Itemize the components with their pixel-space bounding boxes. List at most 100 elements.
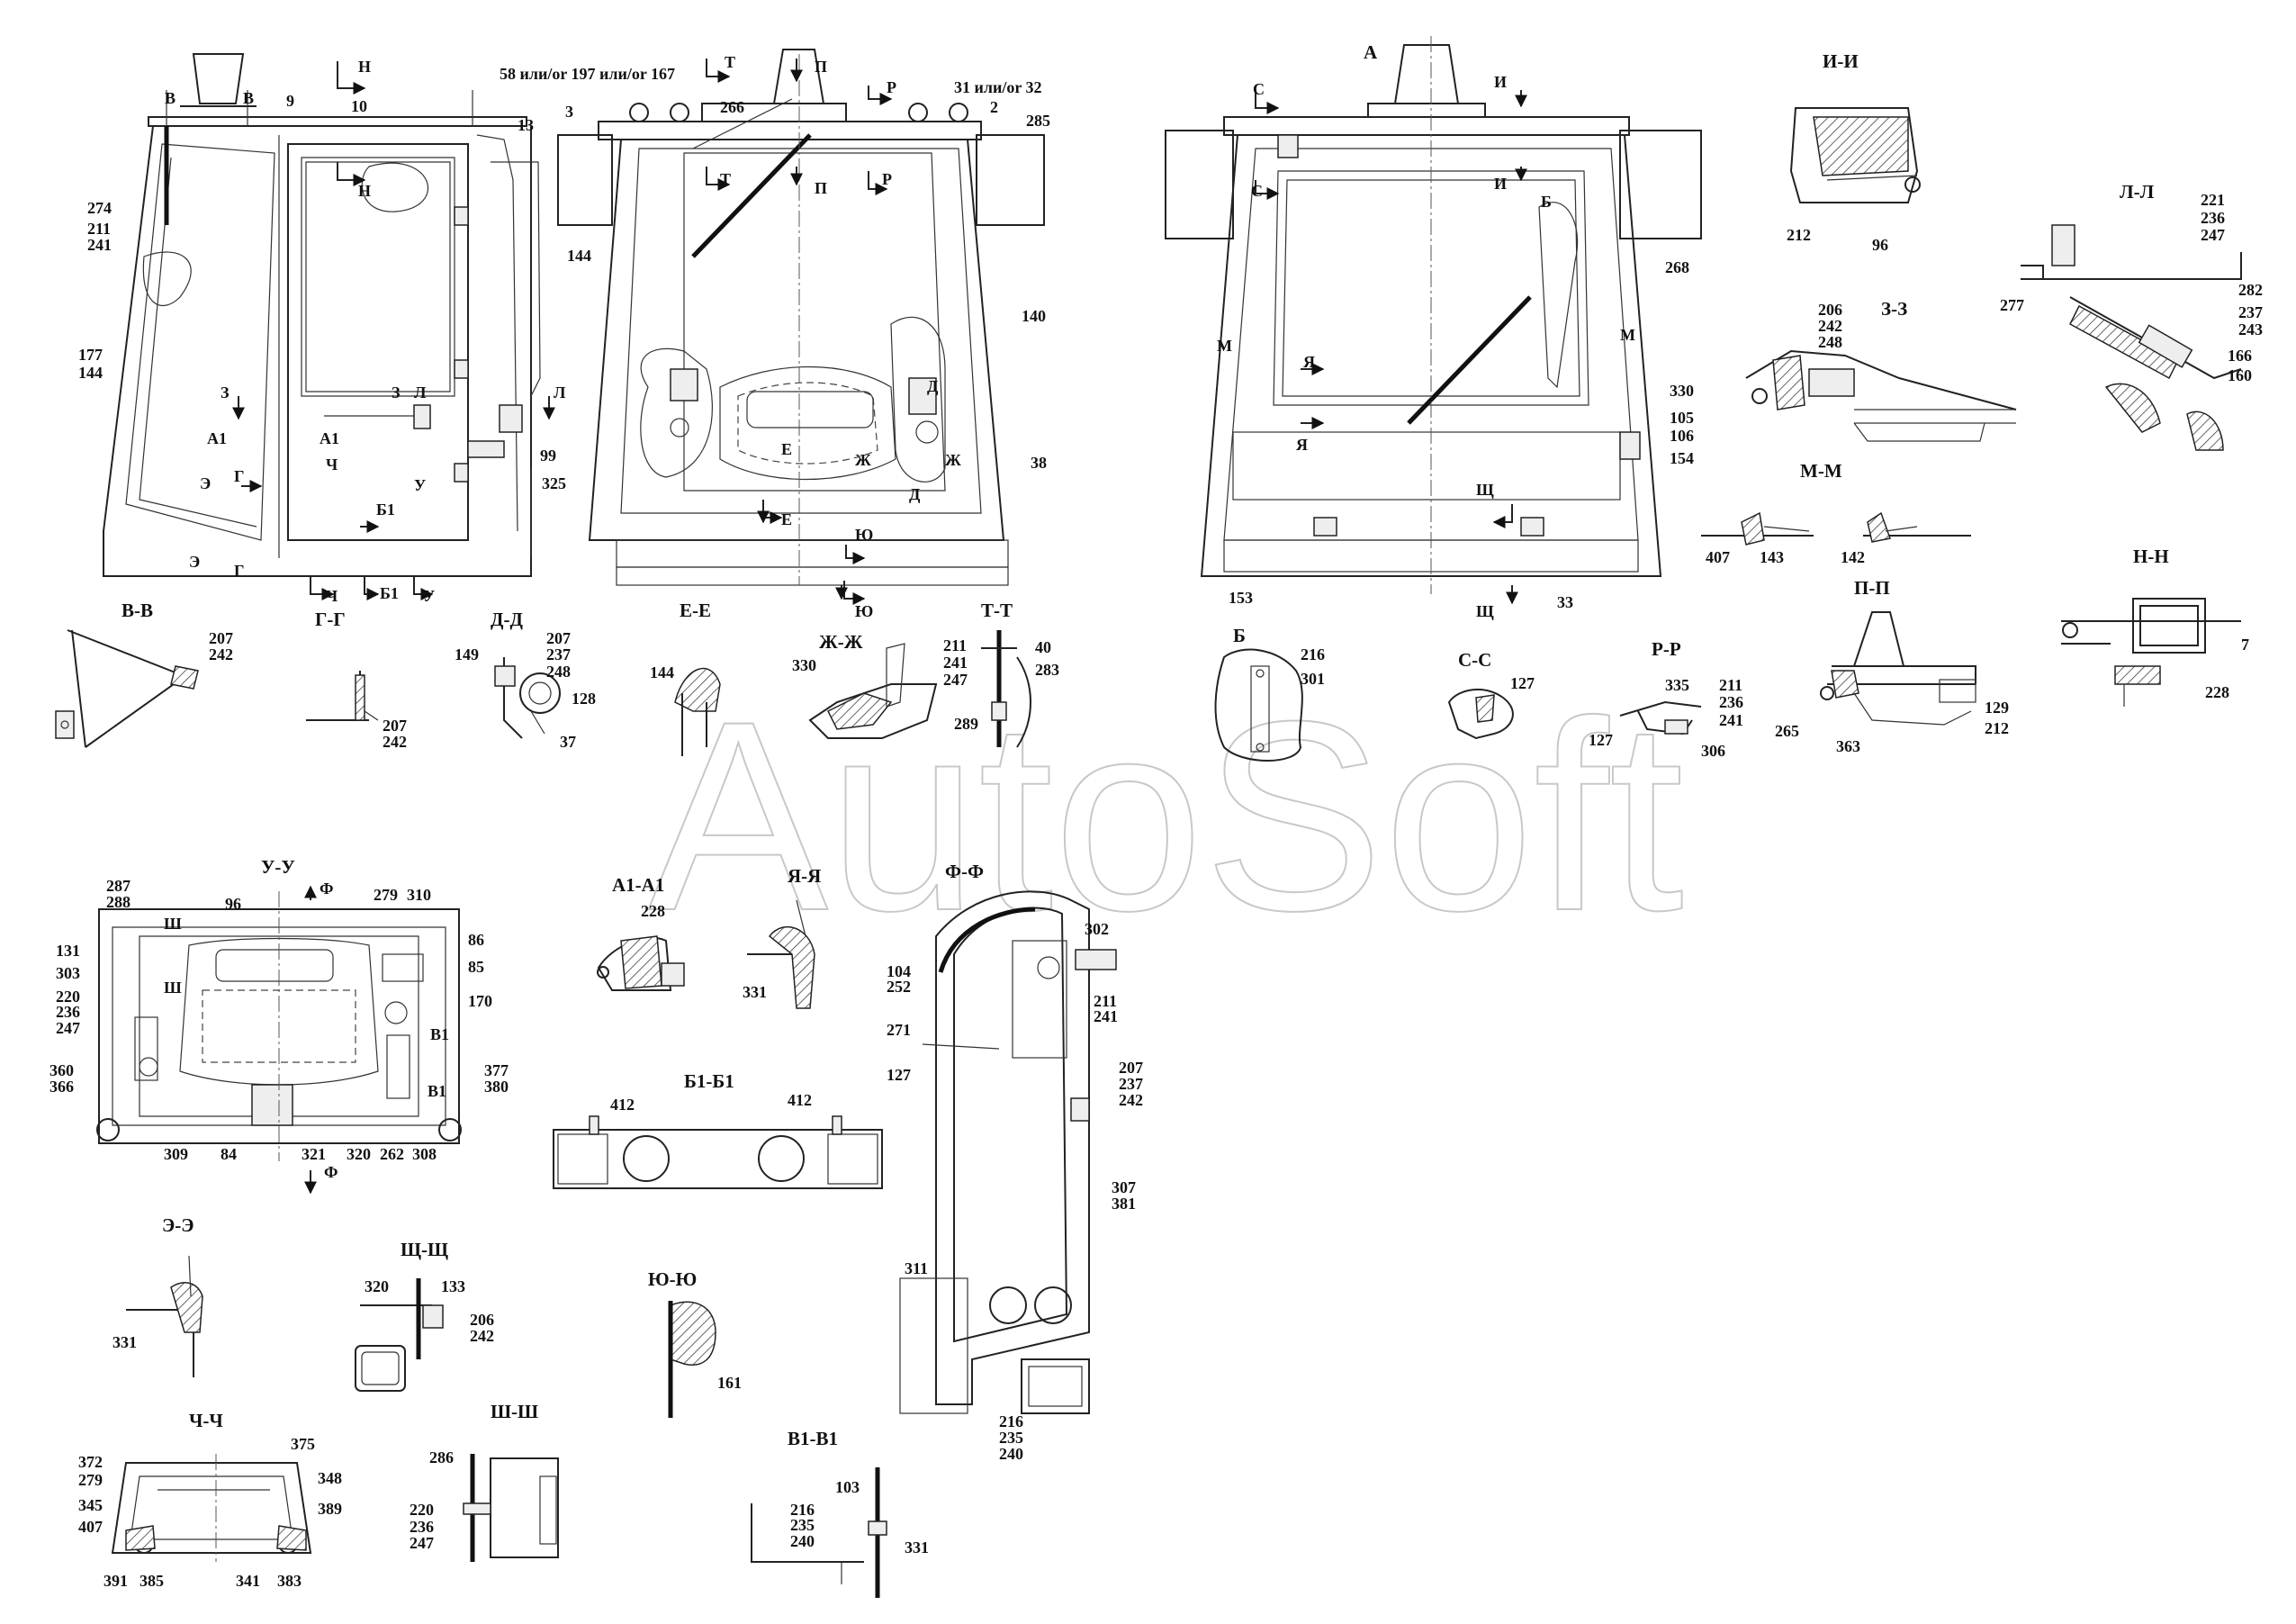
callout: 106 (1670, 427, 1694, 445)
section-u-u (96, 891, 462, 1161)
callout: 216 (1301, 645, 1325, 663)
mark: С (1253, 80, 1265, 98)
callout: 237 (2238, 303, 2263, 321)
mark: Б1 (376, 501, 395, 519)
mark: В (165, 89, 176, 107)
section-n-n (2061, 598, 2241, 707)
watermark-text: AutoSoft (648, 664, 1685, 967)
title-b: Б (1233, 625, 1246, 646)
callout: 40 (1035, 638, 1051, 656)
callout: 236 (2201, 209, 2225, 227)
callout: 142 (1841, 548, 1865, 566)
callout: 211 (1719, 676, 1742, 694)
mark: М (1217, 337, 1232, 355)
mark: Н (358, 182, 371, 200)
callout: 241 (87, 236, 112, 254)
view-titles: А И-И Л-Л З-З М-М Н-Н П-П В-В Г-Г Д-Д Е-… (122, 41, 2169, 1449)
callout: 211 (943, 636, 967, 654)
title-e-e: Е-Е (680, 600, 711, 621)
callout: 247 (410, 1534, 434, 1552)
callout: 274 (87, 199, 112, 217)
mark: Т (720, 170, 731, 188)
callout: 268 (1665, 258, 1689, 276)
callout: 207 (383, 717, 407, 735)
mark: Ш (164, 915, 182, 933)
callout: 380 (484, 1078, 509, 1096)
callout: 321 (302, 1145, 326, 1163)
mark: З (392, 383, 401, 401)
callout: 131 (56, 942, 80, 960)
mark: Ю (855, 526, 873, 544)
mark: Щ (1476, 602, 1494, 620)
callout: 154 (1670, 449, 1694, 467)
view-b (1214, 648, 1303, 762)
callout: 228 (2205, 683, 2229, 701)
mark: М (1620, 326, 1635, 344)
callout: 207 (1119, 1059, 1143, 1077)
callout: 33 (1557, 593, 1573, 611)
callout: 170 (468, 992, 492, 1010)
callout: 308 (412, 1145, 437, 1163)
mark: Ш (164, 979, 182, 997)
section-b1-b1 (553, 1115, 883, 1189)
callout: 3 (565, 103, 573, 121)
mark: Ф (320, 880, 333, 898)
callout: 383 (277, 1572, 302, 1590)
callout: 104 (887, 962, 911, 980)
title-v1-v1: В1-В1 (788, 1428, 838, 1449)
mark: Э (189, 553, 200, 571)
section-e-e (674, 667, 721, 756)
mark: П (815, 179, 827, 197)
rear-view-a (1165, 36, 1702, 594)
callout: 236 (56, 1003, 80, 1021)
callout: 375 (291, 1435, 315, 1453)
callout: 309 (164, 1145, 188, 1163)
callout: 212 (1985, 719, 2009, 737)
title-zh-zh: Ж-Ж (819, 631, 863, 653)
mark: Б1 (380, 584, 399, 602)
title-d-d: Д-Д (491, 609, 523, 630)
callout: 377 (484, 1061, 509, 1079)
callout: 248 (546, 663, 571, 681)
mark: Я (1303, 353, 1315, 371)
mark: Г (234, 562, 244, 580)
callout: 144 (567, 247, 591, 265)
callout: 99 (540, 447, 556, 465)
callout: 407 (1706, 548, 1730, 566)
callout: 103 (835, 1478, 860, 1496)
mark: Е (781, 440, 792, 458)
callout: 372 (78, 1453, 103, 1471)
title-e2-e2: Э-Э (162, 1214, 194, 1236)
title-z-z: З-З (1881, 298, 1907, 320)
callout: 127 (1510, 674, 1535, 692)
mark: Б (1541, 193, 1552, 211)
callout: 341 (236, 1572, 260, 1590)
section-shch-shch (355, 1278, 444, 1392)
callout: 144 (78, 364, 103, 382)
title-a1-a1: А1-А1 (612, 874, 664, 896)
callout: 206 (470, 1311, 494, 1329)
mark: С (1251, 182, 1263, 200)
callout: 2 (990, 98, 998, 116)
mark: Я (1296, 436, 1308, 454)
callout: 133 (441, 1277, 465, 1295)
callout: 237 (1119, 1075, 1143, 1093)
callout: 240 (999, 1445, 1023, 1463)
section-g-g (306, 671, 379, 721)
callout: 211 (87, 220, 111, 238)
callout: 9 (286, 92, 294, 110)
mark: Л (414, 383, 427, 401)
callout: 177 (78, 346, 103, 364)
callout: 330 (1670, 382, 1694, 400)
callout: 149 (455, 645, 479, 663)
mark: В (243, 89, 254, 107)
callout: 129 (1985, 699, 2009, 717)
mark: Д (909, 485, 921, 503)
title-f-f: Ф-Ф (945, 861, 984, 882)
callout: 262 (380, 1145, 404, 1163)
title-r-r: Р-Р (1652, 638, 1681, 660)
section-r-r (1619, 700, 1702, 735)
callout: 283 (1035, 661, 1059, 679)
side-view-cab (103, 53, 541, 577)
callout: 228 (641, 902, 665, 920)
